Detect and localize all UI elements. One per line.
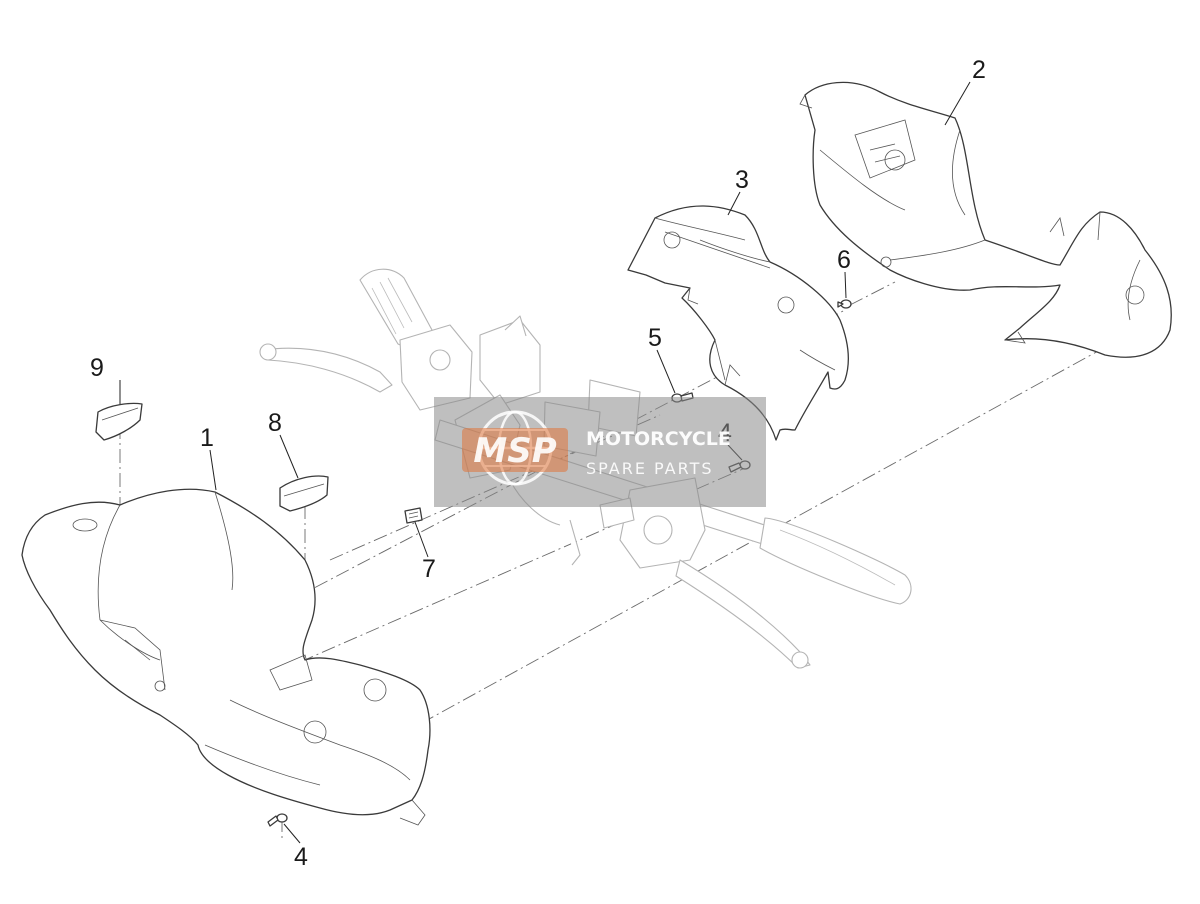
part-number-1: 1 (200, 424, 214, 452)
part-8-cap (279, 475, 329, 512)
watermark-logo-text: MSP (473, 431, 556, 471)
watermark: MSP MOTORCYCLE SPARE PARTS (434, 397, 766, 507)
part-number-9: 9 (90, 354, 104, 382)
part-7-clip-nut (404, 507, 423, 524)
part-number-3: 3 (735, 166, 749, 194)
part-9-cap (95, 402, 143, 441)
watermark-line2: SPARE PARTS (586, 459, 714, 478)
part-1-front-cover (21, 488, 431, 826)
part-number-7: 7 (422, 555, 436, 583)
part-3-upper-cover (627, 205, 849, 441)
part-number-2: 2 (972, 56, 986, 84)
watermark-line1: MOTORCYCLE (586, 428, 731, 450)
part-6-screw (837, 299, 852, 309)
part-number-8: 8 (268, 409, 282, 437)
part-2-rear-cover (799, 81, 1172, 358)
part-number-6: 6 (837, 246, 851, 274)
part-number-5: 5 (648, 324, 662, 352)
part-number-4-lower: 4 (294, 843, 308, 871)
part-4-screw-lower (267, 813, 288, 827)
